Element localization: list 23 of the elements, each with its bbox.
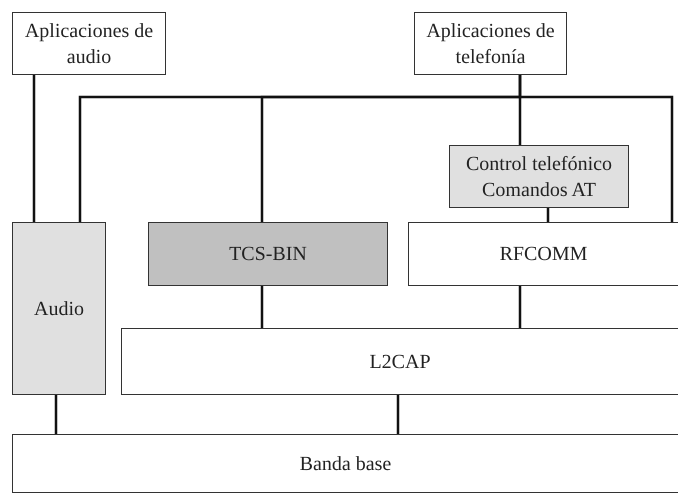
box-label: Aplicaciones de audio	[24, 18, 154, 70]
connector-line	[54, 395, 58, 434]
connector-line	[518, 286, 522, 328]
connector-line	[546, 208, 550, 222]
protocol-layer-box	[121, 328, 678, 395]
protocol-box	[408, 222, 678, 286]
connector-line	[518, 75, 674, 222]
box-label: RFCOMM	[500, 242, 588, 267]
baseband-layer-box	[12, 434, 678, 493]
box-label: L2CAP	[369, 350, 431, 374]
audio-layer-box	[12, 222, 106, 395]
connector-line	[260, 286, 264, 328]
box-label: Audio	[34, 296, 84, 322]
application-box	[414, 12, 567, 75]
application-box	[12, 12, 166, 75]
connector-line	[32, 75, 36, 222]
box-label: Banda base	[300, 452, 392, 476]
control-box	[449, 145, 629, 208]
connector-line	[396, 395, 400, 434]
box-label: Aplicaciones de telefonía	[426, 18, 556, 70]
box-label: Control telefónico Comandos AT	[464, 152, 614, 202]
box-label: TCS-BIN	[229, 242, 307, 267]
protocol-box	[148, 222, 388, 286]
